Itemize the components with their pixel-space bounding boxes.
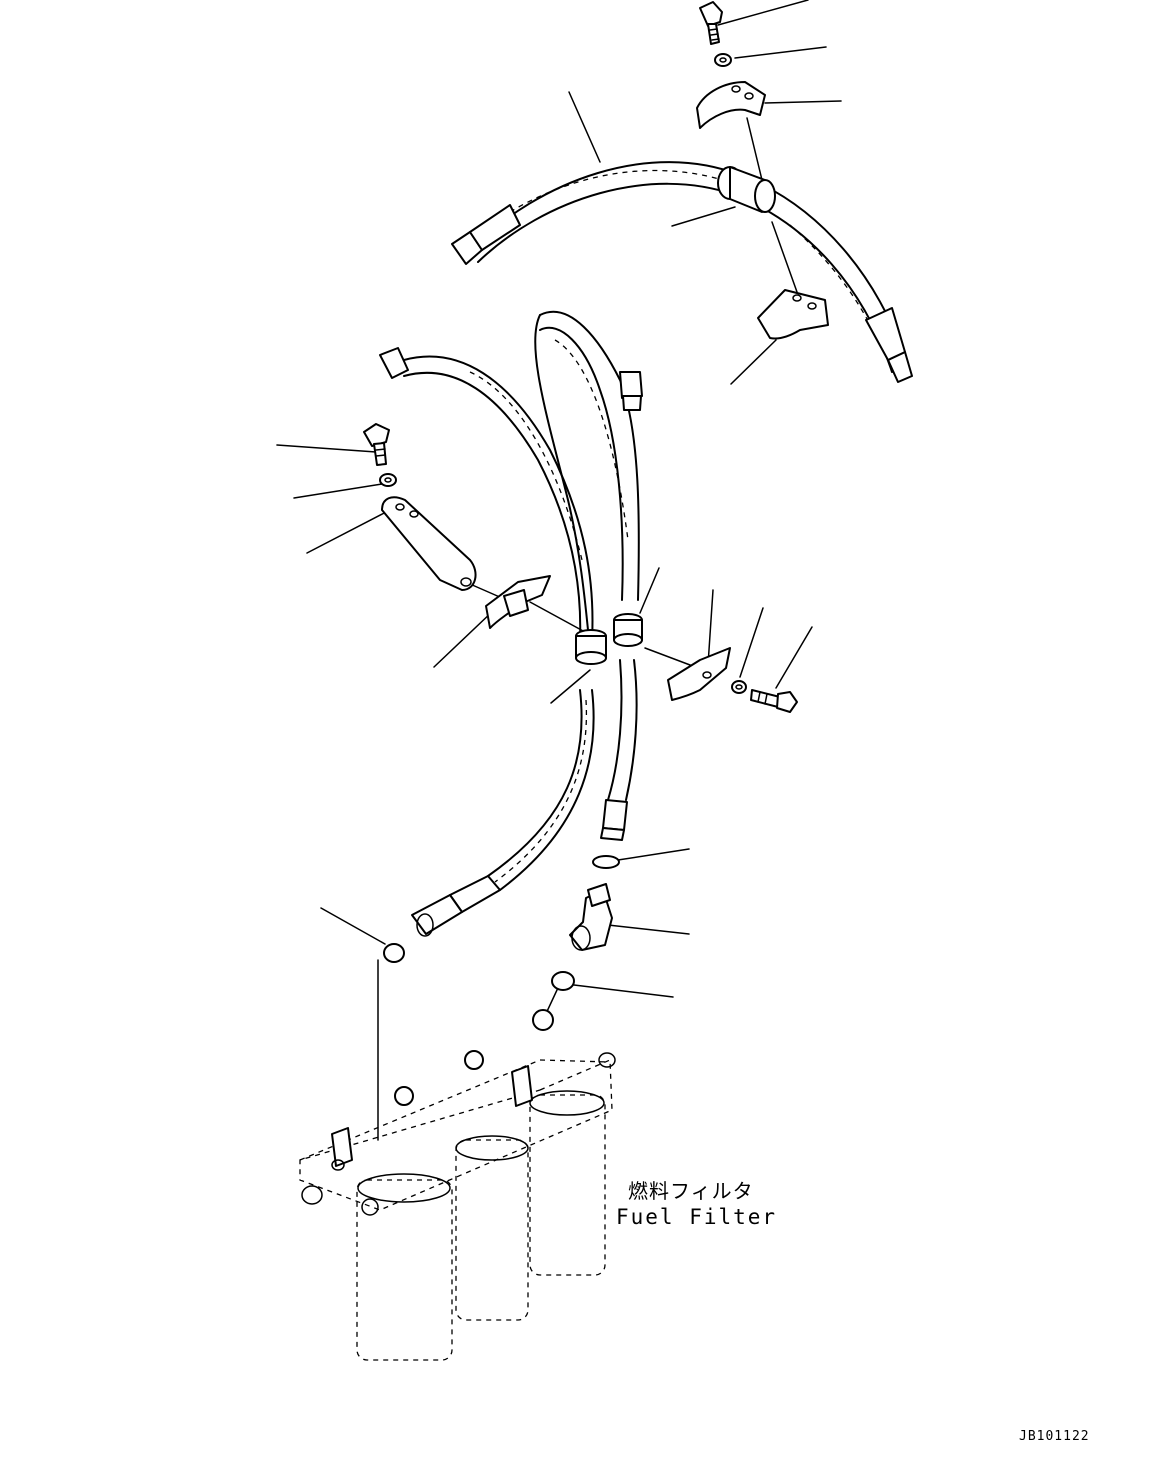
o-ring-icon [551, 971, 575, 991]
clamp-icon [757, 289, 829, 340]
drawing-code: JB101122 [1019, 1429, 1090, 1444]
fuel-filter-icon [299, 1009, 616, 1361]
washer-icon [379, 473, 397, 487]
o-ring-icon [592, 855, 620, 869]
leader-lines-lower [320, 848, 690, 1141]
component-label-en: Fuel Filter [616, 1205, 777, 1229]
hose-icon [451, 161, 913, 383]
leader-lines-top [568, 0, 842, 385]
elbow-fitting-icon [569, 883, 613, 951]
top-hose-assembly [451, 0, 913, 385]
washer-icon [731, 680, 747, 694]
middle-hose-assembly [276, 310, 813, 937]
clamp-icon [667, 647, 731, 701]
bolt-icon [750, 689, 798, 713]
o-ring-icon [383, 943, 405, 963]
component-label-jp: 燃料フィルタ [628, 1179, 754, 1203]
clamp-icon [381, 496, 477, 591]
washer-icon [714, 53, 732, 67]
clamp-icon [485, 575, 551, 629]
lower-fittings [320, 848, 690, 1141]
hose-icon [379, 310, 643, 937]
clamp-icon [696, 81, 766, 129]
bolt-icon [699, 1, 723, 45]
leader-lines-middle [276, 444, 813, 704]
bolt-icon [363, 423, 390, 466]
